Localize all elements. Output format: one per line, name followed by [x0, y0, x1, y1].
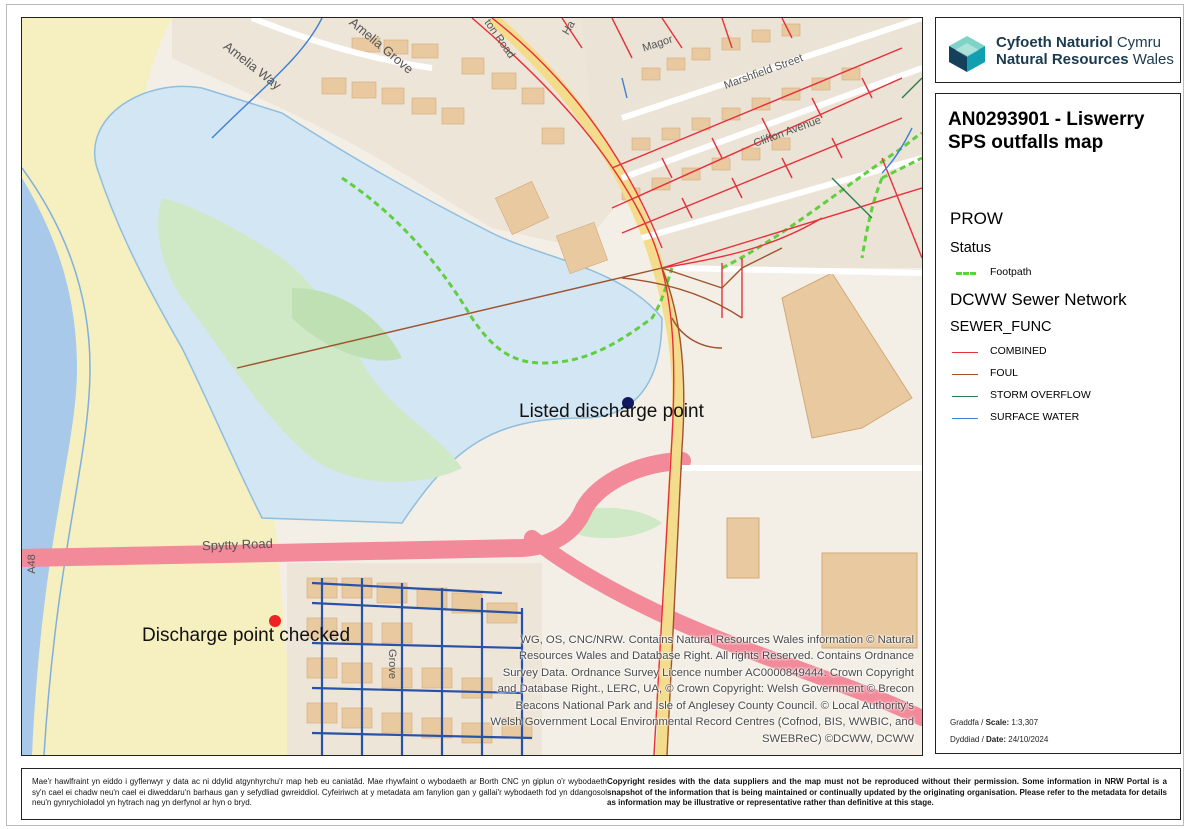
river-bank-line	[22, 167, 91, 755]
logo-line-2: Natural Resources Wales	[996, 51, 1174, 68]
combined-swatch	[952, 352, 978, 353]
park-area-3	[572, 507, 662, 539]
industrial-building-3	[726, 517, 760, 579]
label-listed-discharge-point: Listed discharge point	[519, 401, 704, 422]
industrial-building-1	[781, 272, 913, 439]
listed-discharge-point	[622, 397, 634, 409]
legend-footpath: Footpath	[990, 266, 1032, 278]
legend-foul: FOUL	[990, 367, 1019, 379]
legend-panel: AN0293901 - Liswerry SPS outfalls map PR…	[935, 93, 1181, 754]
legend-surface-water: SURFACE WATER	[990, 411, 1080, 423]
buildings-north	[321, 23, 861, 275]
sand-bank	[22, 18, 300, 755]
footer-disclaimer: Mae'r hawlfraint yn eiddo i gyflenwyr y …	[21, 768, 1181, 820]
map-scale: Graddfa / Scale: 1:3,307	[950, 718, 1039, 727]
map-view[interactable]: Spytty Road A48 Amelia Way Amelia Grove …	[21, 17, 923, 756]
legend-dcww: DCWW Sewer Network	[950, 290, 1127, 309]
legend-sewer-func: SEWER_FUNC	[950, 319, 1052, 335]
footpaths	[341, 131, 922, 365]
road-label-spytty: Spytty Road	[201, 535, 274, 554]
foul-swatch	[952, 374, 978, 375]
lagoon	[94, 85, 663, 524]
legend-storm-overflow: STORM OVERFLOW	[990, 389, 1091, 401]
map-copyright: WG, OS, CNC/NRW. Contains Natural Resour…	[490, 633, 914, 745]
legend-status: Status	[950, 240, 992, 256]
logo-line-1: Cyfoeth Naturiol Cymru	[996, 34, 1162, 51]
storm-overflow-swatch	[952, 396, 978, 397]
legend-prow: PROW	[950, 209, 1003, 228]
park-area-2	[292, 288, 402, 361]
disclaimer-welsh: Mae'r hawlfraint yn eiddo i gyflenwyr y …	[32, 777, 607, 807]
spytty-road-east	[524, 530, 922, 726]
legend-combined: COMBINED	[990, 345, 1047, 357]
nrw-logo-box: Cyfoeth Naturiol Cymru Natural Resources…	[935, 17, 1181, 83]
road-label-grove: Grove	[385, 649, 398, 679]
surface-water-swatch	[952, 418, 978, 419]
surface-water-sewers	[211, 18, 913, 174]
industrial-building-2	[821, 552, 918, 649]
combined-sewers	[471, 18, 922, 755]
urban-area-northeast	[582, 18, 922, 268]
page-frame	[6, 4, 1184, 826]
foul-sewers	[236, 247, 783, 755]
nrw-logo-icon	[949, 36, 985, 72]
road-label-a48: A48	[25, 554, 38, 574]
label-discharge-point-checked: Discharge point checked	[142, 625, 351, 646]
minor-roads	[250, 18, 922, 471]
park-area	[158, 198, 462, 482]
map-canvas	[22, 18, 922, 755]
footpath-swatch	[956, 272, 976, 275]
surface-water-network-south	[311, 578, 533, 755]
main-road	[488, 18, 685, 755]
map-title: AN0293901 - Liswerry SPS outfalls map	[948, 109, 1145, 153]
disclaimer-english: Copyright resides with the data supplier…	[607, 777, 1167, 807]
storm-overflow-sewers	[831, 77, 922, 219]
river	[22, 178, 77, 755]
checked-discharge-point	[269, 615, 281, 627]
map-date: Dyddiad / Date: 24/10/2024	[950, 735, 1049, 744]
